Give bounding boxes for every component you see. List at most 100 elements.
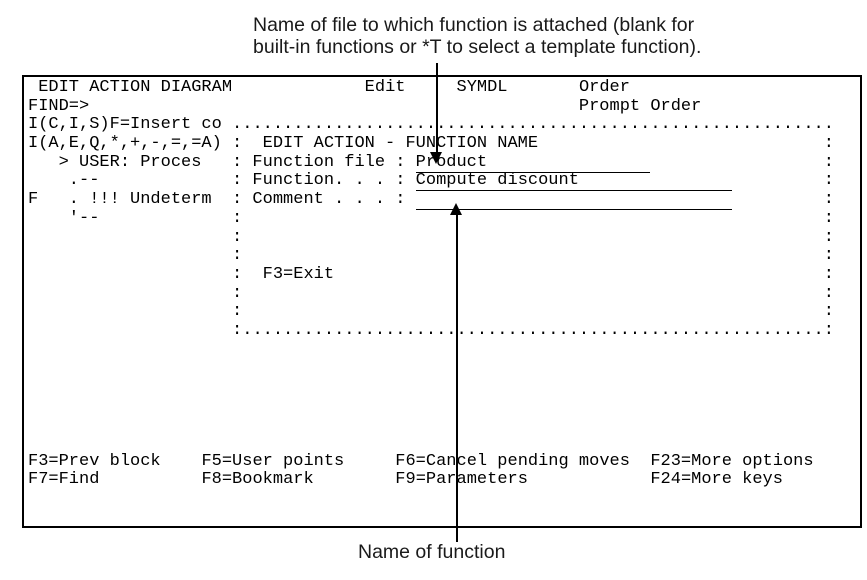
terminal-line — [28, 359, 834, 378]
terminal-line: : : — [28, 246, 834, 266]
terminal-text: F . !!! Undeterm : Comment . . . : — [28, 190, 416, 210]
terminal-line: '-- : : — [28, 208, 834, 229]
terminal-text — [242, 209, 824, 228]
terminal-text: .-- : Function. . . : — [28, 171, 416, 191]
terminal-text — [28, 302, 232, 321]
terminal-line: EDIT ACTION DIAGRAM Edit SYMDL Order — [28, 78, 834, 98]
terminal-text: : — [232, 227, 243, 247]
terminal-text: : — [823, 246, 834, 266]
terminal-text: EDIT ACTION DIAGRAM — [28, 78, 233, 97]
terminal-text — [28, 246, 232, 265]
terminal-text: : — [232, 320, 243, 340]
terminal-text: '-- — [28, 208, 100, 228]
terminal-text: F3=Exit — [242, 264, 335, 284]
terminal-text: Prompt Order — [578, 96, 702, 116]
terminal-text — [161, 452, 202, 471]
function-callout-text: Name of function — [358, 541, 506, 563]
terminal-line: F3=Prev block F5=User points F6=Cancel p… — [28, 451, 834, 472]
terminal-text: F6=Cancel pending moves — [395, 451, 630, 471]
terminal-text — [314, 470, 396, 489]
terminal-text: F7=Find — [28, 470, 100, 490]
terminal-text — [732, 171, 824, 190]
terminal-text — [99, 209, 232, 228]
function-name-field[interactable]: Compute discount — [415, 171, 732, 192]
terminal-line — [28, 415, 834, 434]
terminal-line: :.......................................… — [28, 320, 834, 341]
down-arrow-icon — [430, 152, 442, 164]
terminal-text — [28, 284, 232, 303]
terminal-line: : : — [28, 283, 834, 304]
terminal-text: F23=More options — [650, 451, 814, 471]
terminal-text: : — [823, 302, 834, 322]
terminal-text — [242, 228, 824, 247]
terminal-text — [334, 265, 824, 284]
terminal-text: : — [232, 246, 243, 266]
terminal-line — [28, 434, 834, 453]
terminal-text: Order — [578, 78, 630, 97]
terminal-line: : : — [28, 302, 834, 322]
terminal-text — [89, 97, 579, 116]
terminal-line — [28, 341, 834, 360]
terminal-text — [508, 78, 579, 97]
terminal-text: F8=Bookmark — [201, 470, 314, 490]
terminal-text: : — [823, 171, 834, 191]
terminal-line: FIND=> Prompt Order — [28, 96, 834, 117]
terminal-text — [232, 78, 365, 97]
terminal-text: ........................................… — [242, 320, 824, 340]
terminal-text: F5=User points — [201, 451, 345, 471]
terminal-text — [242, 284, 824, 303]
comment-field[interactable] — [415, 190, 732, 211]
terminal-text — [630, 452, 650, 471]
terminal-line — [28, 397, 834, 416]
file-callout: Name of file to which function is attach… — [253, 14, 701, 58]
terminal-text — [28, 228, 232, 247]
terminal-text: F9=Parameters — [395, 470, 528, 490]
terminal-line — [28, 378, 834, 397]
terminal-text: SYMDL — [456, 78, 508, 97]
terminal-text — [28, 321, 232, 340]
terminal-text: : — [823, 152, 834, 172]
terminal-line: F7=Find F8=Bookmark F9=Parameters F24=Mo… — [28, 471, 834, 490]
terminal-text: : — [823, 208, 834, 228]
terminal-text: FIND=> — [28, 96, 90, 116]
terminal-text: : — [823, 190, 834, 210]
terminal-text: F24=More keys — [650, 470, 783, 490]
terminal-text: : — [823, 134, 834, 154]
terminal-text: : — [232, 302, 243, 322]
terminal-line: .-- : Function. . . : Compute discount : — [28, 171, 834, 192]
file-arrow-line — [436, 63, 438, 153]
terminal-text: : — [823, 264, 834, 284]
terminal-text: : — [232, 283, 243, 303]
terminal-text — [528, 470, 650, 489]
terminal-text: I(C,I,S)F=Insert co — [28, 115, 233, 135]
terminal-text: ........................................… — [232, 115, 834, 135]
terminal-text: I(A,E,Q,*,+,-,=,=A) : EDIT ACTION - FUNC… — [28, 134, 539, 154]
terminal-text — [650, 153, 823, 172]
terminal-text — [242, 246, 824, 265]
terminal-text — [28, 265, 232, 284]
terminal-text: : — [823, 227, 834, 247]
terminal-text: : — [823, 283, 834, 303]
terminal-text: : — [232, 208, 243, 228]
file-callout-line2: built-in functions or *T to select a tem… — [253, 36, 702, 58]
function-file-field[interactable]: Product — [415, 152, 651, 173]
function-arrow-line — [456, 213, 458, 542]
terminal-text — [405, 78, 456, 97]
terminal-text — [99, 470, 201, 489]
terminal-text: F3=Prev block — [28, 451, 161, 471]
terminal-text: Edit — [364, 78, 406, 97]
terminal-line: : F3=Exit : — [28, 264, 834, 285]
terminal-text — [242, 302, 824, 321]
terminal-line: I(C,I,S)F=Insert co ....................… — [28, 116, 834, 135]
up-arrow-icon — [450, 203, 462, 215]
terminal-line: I(A,E,Q,*,+,-,=,=A) : EDIT ACTION - FUNC… — [28, 134, 834, 154]
terminal-text — [732, 190, 824, 209]
terminal-text: : — [823, 320, 834, 340]
terminal-line: F . !!! Undeterm : Comment . . . : : — [28, 190, 834, 211]
file-callout-line1: Name of file to which function is attach… — [253, 14, 695, 36]
terminal-text — [344, 452, 395, 471]
terminal-line: : : — [28, 227, 834, 248]
terminal-text: > USER: Proces : Function file : — [28, 152, 416, 172]
